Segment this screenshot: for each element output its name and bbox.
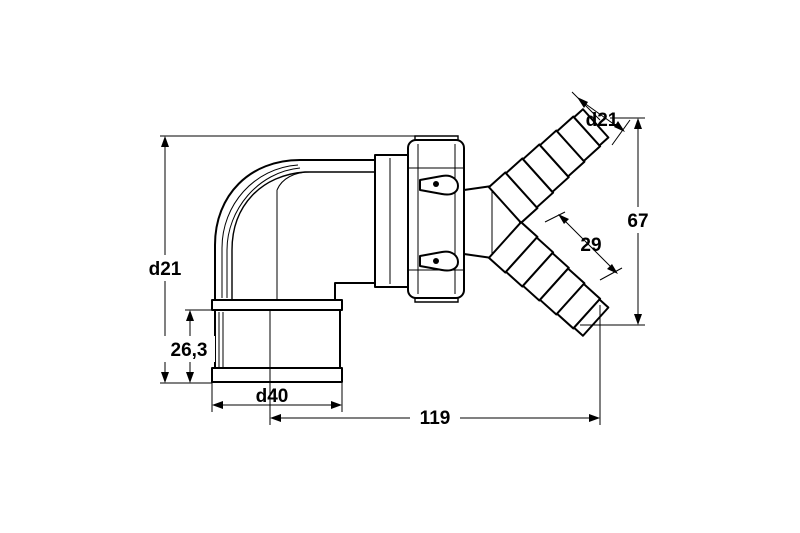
nut-clip-upper <box>419 174 459 196</box>
base-body <box>214 309 341 371</box>
spigot-body <box>374 154 411 288</box>
label-width-bg <box>410 402 460 426</box>
ext-line-len-b <box>599 267 623 281</box>
nut-clip-lower <box>419 250 459 272</box>
nut-clip-upper-pin <box>433 181 439 187</box>
base-collar <box>211 299 343 311</box>
threaded-base <box>211 299 343 383</box>
label-base-diameter: d40 <box>256 386 289 407</box>
label-overall-width: 119 <box>420 408 451 429</box>
upper-hose-barb <box>487 108 610 224</box>
nut-top-flange <box>414 135 459 140</box>
dimension-thread-length: 26,3 <box>163 309 215 383</box>
union-nut <box>407 135 465 303</box>
nut-body <box>407 139 465 299</box>
arrow-thread-bottom <box>186 372 194 383</box>
arrow-width-right <box>589 414 600 422</box>
ext-line-len-a <box>544 211 566 223</box>
label-thread-length: 26,3 <box>171 340 208 361</box>
spigot <box>374 154 411 288</box>
arrow-len-a <box>558 214 569 224</box>
dim-line-outlet-length <box>561 217 615 271</box>
dimension-outlet-height: 67 <box>580 117 656 326</box>
arrow-diam-b <box>614 121 625 132</box>
arrow-diam-a <box>577 97 588 108</box>
label-overall-height: d21 <box>149 259 182 280</box>
label-height-bg <box>140 255 190 281</box>
nut-bottom-flange <box>414 298 459 303</box>
label-outlet-height-bg <box>622 207 656 233</box>
arrow-len-b <box>607 264 618 274</box>
elbow-shade-2 <box>226 167 301 298</box>
upper-barb-tip <box>573 108 610 147</box>
dim-line-outlet-diameter <box>579 99 623 131</box>
elbow-shade-1 <box>221 164 299 298</box>
elbow-inner-curve <box>231 171 378 302</box>
elbow-seam-top <box>276 171 311 191</box>
dimension-overall-width: 119 <box>269 305 601 429</box>
elbow-outer-shape <box>214 159 379 303</box>
arrow-base-left <box>212 401 223 409</box>
label-outlet-length: 29 <box>580 235 601 256</box>
base-bottom-ring <box>211 367 343 383</box>
arrow-outlet-bottom <box>634 314 642 325</box>
nut-clip-lower-pin <box>433 258 439 264</box>
arrow-base-right <box>331 401 342 409</box>
ext-line-diam-b <box>611 119 631 146</box>
label-outlet-height: 67 <box>627 211 648 232</box>
elbow-body <box>214 159 379 303</box>
arrow-width-left <box>270 414 281 422</box>
label-thread-bg <box>163 336 215 362</box>
arrow-thread-top <box>186 310 194 321</box>
arrow-height-bottom <box>161 372 169 383</box>
label-outlet-diameter: d21 <box>586 110 619 131</box>
ext-line-diam-a <box>571 91 601 121</box>
dimension-outlet-length: 29 <box>544 211 623 281</box>
arrow-height-top <box>161 136 169 147</box>
arrow-outlet-top <box>634 118 642 129</box>
dimension-outlet-diameter: d21 <box>571 91 631 146</box>
dimension-base-diameter: d40 <box>211 383 343 412</box>
